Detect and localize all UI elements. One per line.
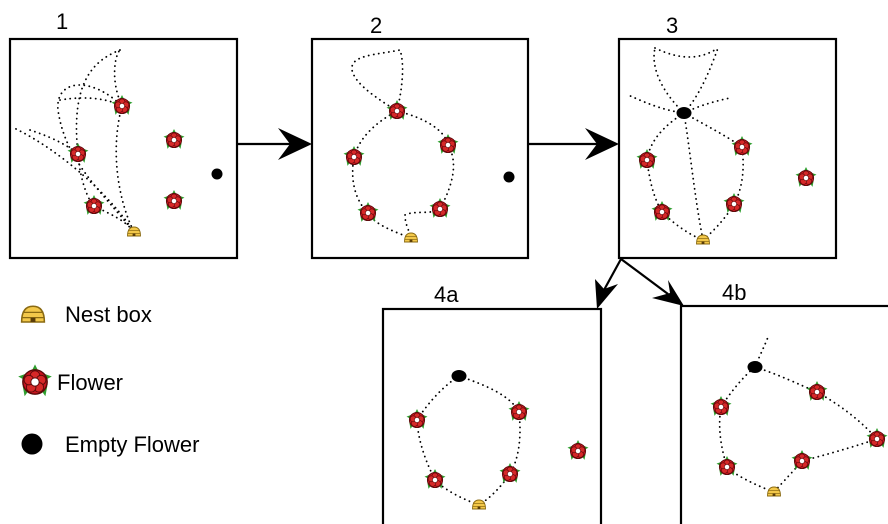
panel-2-frame xyxy=(310,37,530,260)
flower-icon xyxy=(636,148,658,170)
flower-icon xyxy=(499,462,521,484)
flight-path xyxy=(702,203,735,241)
legend-empty-flower: Empty Flower xyxy=(21,432,199,457)
flight-path xyxy=(113,49,123,107)
flight-path xyxy=(816,391,878,440)
flight-path xyxy=(509,411,521,475)
flight-path xyxy=(416,375,460,421)
panel-4b-frame xyxy=(679,304,888,524)
panel-3-label: 3 xyxy=(666,13,678,38)
flight-path xyxy=(683,112,704,241)
empty-flower-icon xyxy=(676,107,692,119)
flower-icon xyxy=(806,380,828,402)
flower-icon xyxy=(111,94,133,116)
flower-icon xyxy=(67,142,89,164)
flower-icon xyxy=(429,197,451,219)
flight-path xyxy=(115,105,135,233)
arrow-icon xyxy=(528,128,619,160)
panel-4b-label: 4b xyxy=(722,280,746,305)
flight-path xyxy=(718,406,728,468)
panel-4a-frame xyxy=(381,307,603,524)
flight-path xyxy=(396,110,449,146)
flight-path xyxy=(439,144,455,210)
arrow-icon xyxy=(237,128,312,160)
flower-icon xyxy=(651,200,673,222)
flight-path xyxy=(653,47,685,114)
flight-path xyxy=(13,127,135,233)
flight-path xyxy=(351,48,404,112)
flight-path xyxy=(754,336,769,368)
flight-path xyxy=(646,159,663,213)
flower-icon xyxy=(567,439,589,461)
flight-path xyxy=(627,94,685,114)
legend-nest-box: Nest box xyxy=(20,302,152,327)
empty-flower-icon xyxy=(747,361,763,373)
flight-path xyxy=(733,146,745,205)
empty-flower-icon xyxy=(503,171,515,183)
empty-flower-icon xyxy=(451,370,467,382)
flight-path xyxy=(77,153,95,207)
flower-icon xyxy=(731,135,753,157)
panel-2-label: 2 xyxy=(370,13,382,38)
arrow-icon xyxy=(595,258,622,309)
flower-icon xyxy=(716,455,738,477)
panel-1-label: 1 xyxy=(56,9,68,34)
nest-box-icon xyxy=(767,486,781,497)
flower-icon xyxy=(83,194,105,216)
flight-path xyxy=(683,47,719,114)
flight-path xyxy=(416,419,436,481)
nest-box-icon xyxy=(404,232,418,243)
panel-4a-label: 4a xyxy=(434,282,459,307)
legend-empty-flower-label: Empty Flower xyxy=(65,432,199,457)
flight-path xyxy=(654,47,719,58)
legend: Nest box Flower Empty Flower xyxy=(17,302,199,457)
flower-icon xyxy=(343,145,365,167)
legend-flower-label: Flower xyxy=(57,370,123,395)
nest-box-icon xyxy=(472,499,486,510)
flight-path xyxy=(458,375,520,413)
nest-box-icon xyxy=(20,305,46,323)
flower-icon xyxy=(17,363,53,397)
empty-flower-icon xyxy=(211,168,223,180)
flower-icon xyxy=(723,192,745,214)
flower-icon xyxy=(791,449,813,471)
flight-path xyxy=(404,208,441,239)
flower-icon xyxy=(163,189,185,211)
nest-box-icon xyxy=(127,226,141,237)
flight-path xyxy=(646,112,685,161)
flight-path xyxy=(801,438,878,462)
flower-icon xyxy=(406,408,428,430)
flower-icon xyxy=(163,128,185,150)
nest-box-icon xyxy=(696,234,710,245)
panel-3-frame xyxy=(617,37,838,260)
legend-flower: Flower xyxy=(17,363,123,397)
flower-icon xyxy=(508,400,530,422)
flower-icon xyxy=(437,133,459,155)
flower-icon xyxy=(795,166,817,188)
arrow-icon xyxy=(620,258,684,306)
flight-path xyxy=(59,97,123,107)
flower-icon xyxy=(357,201,379,223)
empty-flower-icon xyxy=(21,433,43,455)
legend-nest-box-label: Nest box xyxy=(65,302,152,327)
flower-icon xyxy=(386,99,408,121)
flight-path xyxy=(683,112,743,148)
flower-icon xyxy=(710,395,732,417)
panel-1-frame xyxy=(8,37,239,260)
